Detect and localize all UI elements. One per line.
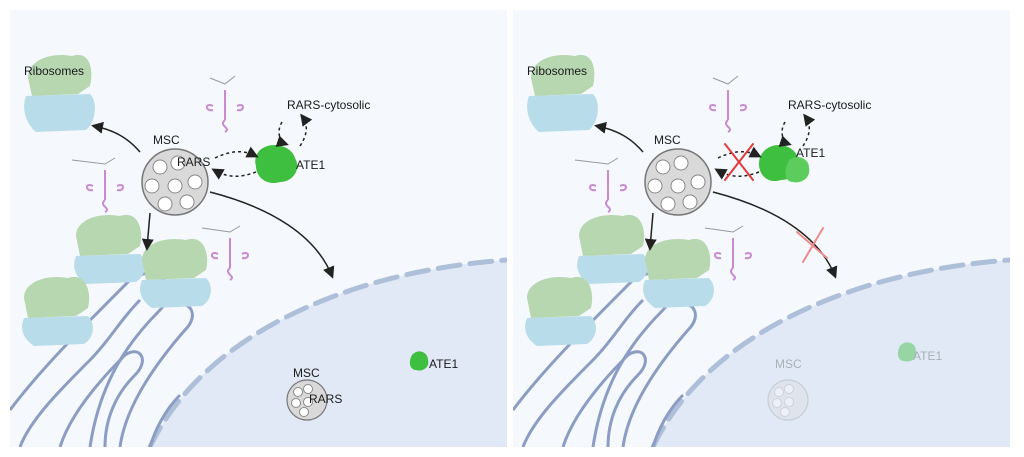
- arrow-msc-down: [141, 212, 154, 251]
- trna-icon: [206, 75, 244, 133]
- nuclear-envelope: [147, 257, 507, 447]
- trna-icon: [574, 157, 627, 213]
- nuclear-ate1-protein-icon: [409, 351, 429, 371]
- arrow-cytosolic-down: [275, 121, 289, 147]
- msc-label: MSC: [654, 133, 681, 147]
- arrow-ate1-to-msc: [211, 168, 257, 180]
- msc-complex: [644, 148, 712, 216]
- inhibition-cross-icon: [724, 143, 754, 181]
- arrow-msc-to-nucleus: [209, 191, 335, 279]
- rars-cytosolic-label: RARS-cytosolic: [788, 98, 872, 112]
- nuclear-ate1-label: ATE1: [913, 349, 943, 363]
- arrow-ate1-to-msc: [714, 168, 760, 180]
- msc-complex: [141, 148, 209, 216]
- nuclear-msc-label: MSC: [293, 366, 320, 380]
- nuclear-msc-complex: [767, 379, 809, 421]
- trna-icon: [71, 157, 124, 213]
- ribosomes-label: Ribosomes: [527, 64, 588, 78]
- ate1-label: ATE1: [296, 158, 326, 172]
- nuclear-msc-label: MSC: [775, 357, 802, 371]
- ribosome: [643, 238, 714, 308]
- right-diagram: [513, 54, 1010, 447]
- rars-cytosolic-label: RARS-cytosolic: [287, 98, 371, 112]
- nucleus: [653, 260, 1010, 447]
- bound-rars-icon: [785, 157, 810, 183]
- arrow-cytosolic-down: [778, 121, 792, 147]
- ate1-label: ATE1: [796, 146, 826, 160]
- ribosome: [140, 238, 211, 308]
- ribosome: [525, 276, 596, 346]
- trna-icon: [709, 75, 747, 133]
- left-panel: Ribosomes MSC RARS ATE1 RARS-cytosolic M…: [10, 10, 507, 447]
- arrow-msc-down: [644, 212, 657, 251]
- nuclear-ate1-label: ATE1: [429, 357, 459, 371]
- arrow-cytosolic-up: [802, 113, 816, 147]
- ribosome: [24, 54, 95, 132]
- arrow-msc-to-ate1: [214, 146, 259, 159]
- ribosomes-label: Ribosomes: [24, 64, 85, 78]
- ate1-protein-icon: [255, 144, 298, 184]
- nucleus: [150, 260, 507, 447]
- trna-icon: [704, 225, 752, 281]
- ribosome: [527, 54, 598, 132]
- arrow-msc-to-ribosomes: [594, 121, 644, 153]
- nuclear-msc-complex: [286, 379, 328, 421]
- arrow-msc-to-ribosomes: [91, 121, 141, 153]
- nuclear-envelope: [650, 257, 1010, 447]
- endoplasmic-reticulum: [10, 272, 194, 447]
- left-diagram: [10, 54, 507, 447]
- inhibition-cross-icon: [796, 227, 828, 263]
- arrow-msc-to-ate1: [717, 146, 762, 159]
- arrow-cytosolic-up: [299, 113, 313, 147]
- nuclear-rars-label: RARS: [309, 392, 343, 406]
- msc-label: MSC: [153, 133, 180, 147]
- ribosome: [22, 276, 93, 346]
- ribosome: [74, 214, 145, 284]
- rars-label: RARS: [177, 155, 211, 169]
- arrow-msc-to-nucleus: [712, 191, 838, 279]
- nuclear-ate1-protein-icon: [897, 342, 917, 362]
- ribosome: [577, 214, 648, 284]
- trna-icon: [201, 225, 249, 281]
- right-panel: Ribosomes MSC ATE1 RARS-cytosolic MSC AT…: [513, 10, 1010, 447]
